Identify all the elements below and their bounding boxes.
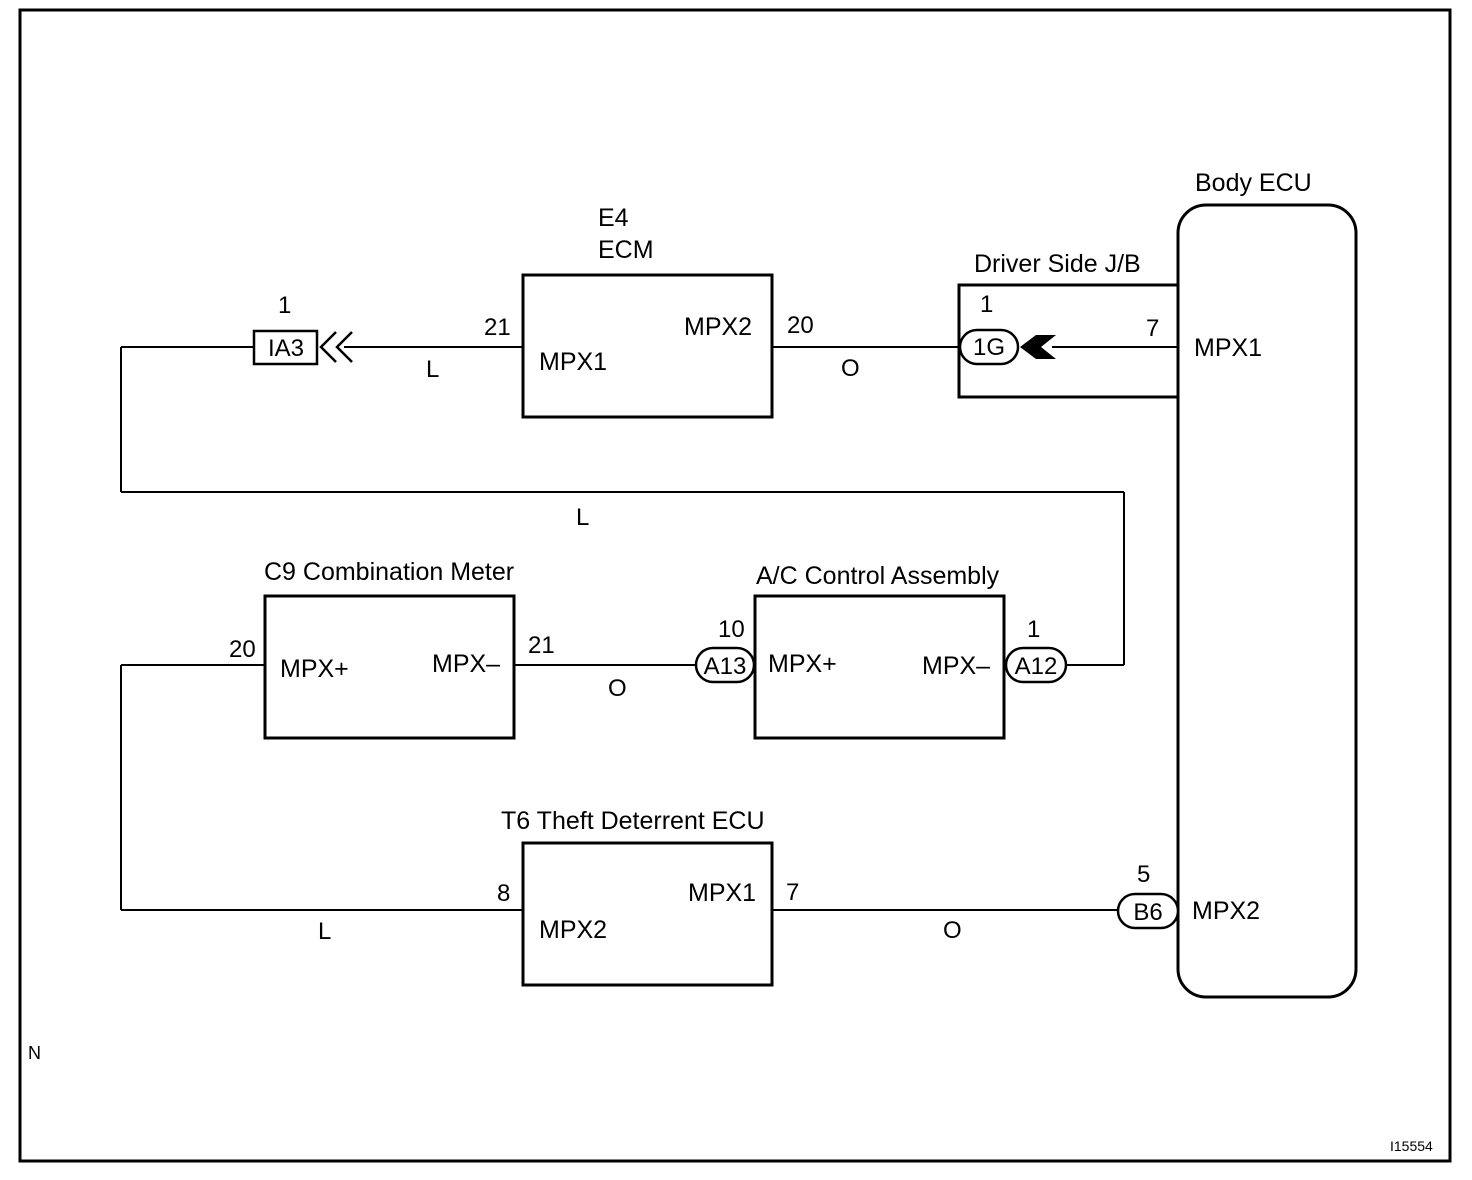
connector-ia3: IA3 1 — [252, 292, 353, 366]
ecm-title: ECM — [598, 236, 654, 264]
wire-color-ecm-jb: O — [841, 355, 860, 382]
connector-b6: B6 5 — [1116, 861, 1180, 930]
driver-side-jb-box — [957, 283, 1178, 399]
theft-ecu-title: T6 Theft Deterrent ECU — [501, 807, 765, 835]
combination-meter-pin-21: 21 — [528, 632, 555, 659]
wire-color-meter-ac: O — [608, 675, 627, 702]
theft-ecu-box — [521, 841, 774, 987]
female-terminal-chevron-icon — [319, 331, 337, 363]
figure-id: I15554 — [1390, 1138, 1433, 1154]
connector-ia3-box — [252, 329, 319, 366]
combination-meter-pin-mpx-plus: MPX+ — [280, 655, 349, 683]
ac-control-pin-10: 10 — [718, 616, 745, 643]
ecm: E4 ECM MPX1 MPX2 21 20 — [484, 204, 814, 419]
connector-ia3-label: IA3 — [268, 335, 304, 362]
driver-side-jb-pin-right: 7 — [1146, 315, 1159, 342]
wires — [120, 346, 1178, 911]
combination-meter-pin-mpx-minus: MPX– — [432, 650, 500, 678]
connector-a12 — [1004, 646, 1068, 684]
combination-meter-pin-20: 20 — [229, 636, 256, 663]
ac-control-box — [753, 594, 1006, 740]
connector-b6-pin: 5 — [1137, 861, 1150, 888]
ac-control-title: A/C Control Assembly — [756, 562, 1000, 590]
theft-deterrent-ecu: T6 Theft Deterrent ECU MPX2 MPX1 8 7 — [497, 807, 799, 987]
theft-ecu-pin-7: 7 — [786, 879, 799, 906]
ac-control-pin-mpx-minus: MPX– — [922, 652, 990, 680]
ecm-pin-20: 20 — [787, 312, 814, 339]
connector-a13 — [694, 646, 756, 684]
wire-color-theft-body: O — [943, 917, 962, 944]
driver-side-jb-pin-top: 1 — [980, 291, 993, 318]
combination-meter: C9 Combination Meter MPX+ MPX– 20 21 — [229, 558, 555, 740]
theft-ecu-pin-mpx1: MPX1 — [688, 879, 756, 907]
corner-marker: N — [28, 1043, 41, 1063]
connector-b6-body — [1116, 892, 1180, 930]
body-ecu-title: Body ECU — [1195, 169, 1312, 197]
ecm-box — [521, 273, 774, 419]
connector-1g-label: 1G — [973, 334, 1005, 361]
theft-ecu-pin-8: 8 — [497, 880, 510, 907]
diagram-frame — [18, 8, 1452, 1163]
body-ecu-pin-mpx2: MPX2 — [1192, 897, 1260, 925]
ecm-pin-21: 21 — [484, 314, 511, 341]
connector-1g — [958, 328, 1020, 366]
driver-side-jb: Driver Side J/B 1 1G 7 — [957, 250, 1178, 399]
ac-control-pin-mpx-plus: MPX+ — [768, 650, 837, 678]
body-ecu: Body ECU MPX1 MPX2 — [1176, 169, 1358, 999]
female-terminal-chevron-icon-2 — [335, 331, 353, 363]
connector-a12-label: A12 — [1015, 653, 1058, 680]
combination-meter-title: C9 Combination Meter — [264, 558, 514, 586]
connector-ia3-pin: 1 — [278, 292, 291, 319]
body-ecu-box — [1176, 203, 1358, 999]
ac-control-assembly: A/C Control Assembly MPX+ MPX– 10 1 A13 … — [694, 562, 1068, 740]
theft-ecu-pin-mpx2: MPX2 — [539, 916, 607, 944]
connector-b6-label: B6 — [1133, 899, 1162, 926]
ecm-pin-mpx1: MPX1 — [539, 348, 607, 376]
connector-a13-label: A13 — [704, 653, 747, 680]
wire-color-loop-top: L — [576, 504, 589, 531]
driver-side-jb-title: Driver Side J/B — [974, 250, 1141, 278]
wire-color-ia3-ecm: L — [426, 356, 439, 383]
wire-color-codes: L O L O L O — [318, 355, 962, 945]
wire-color-bottom-left: L — [318, 918, 331, 945]
ecm-code: E4 — [598, 204, 629, 232]
combination-meter-box — [263, 594, 516, 740]
male-terminal-arrow-icon — [1020, 335, 1056, 359]
body-ecu-pin-mpx1: MPX1 — [1194, 334, 1262, 362]
ac-control-pin-1: 1 — [1027, 616, 1040, 643]
ecm-pin-mpx2: MPX2 — [684, 313, 752, 341]
